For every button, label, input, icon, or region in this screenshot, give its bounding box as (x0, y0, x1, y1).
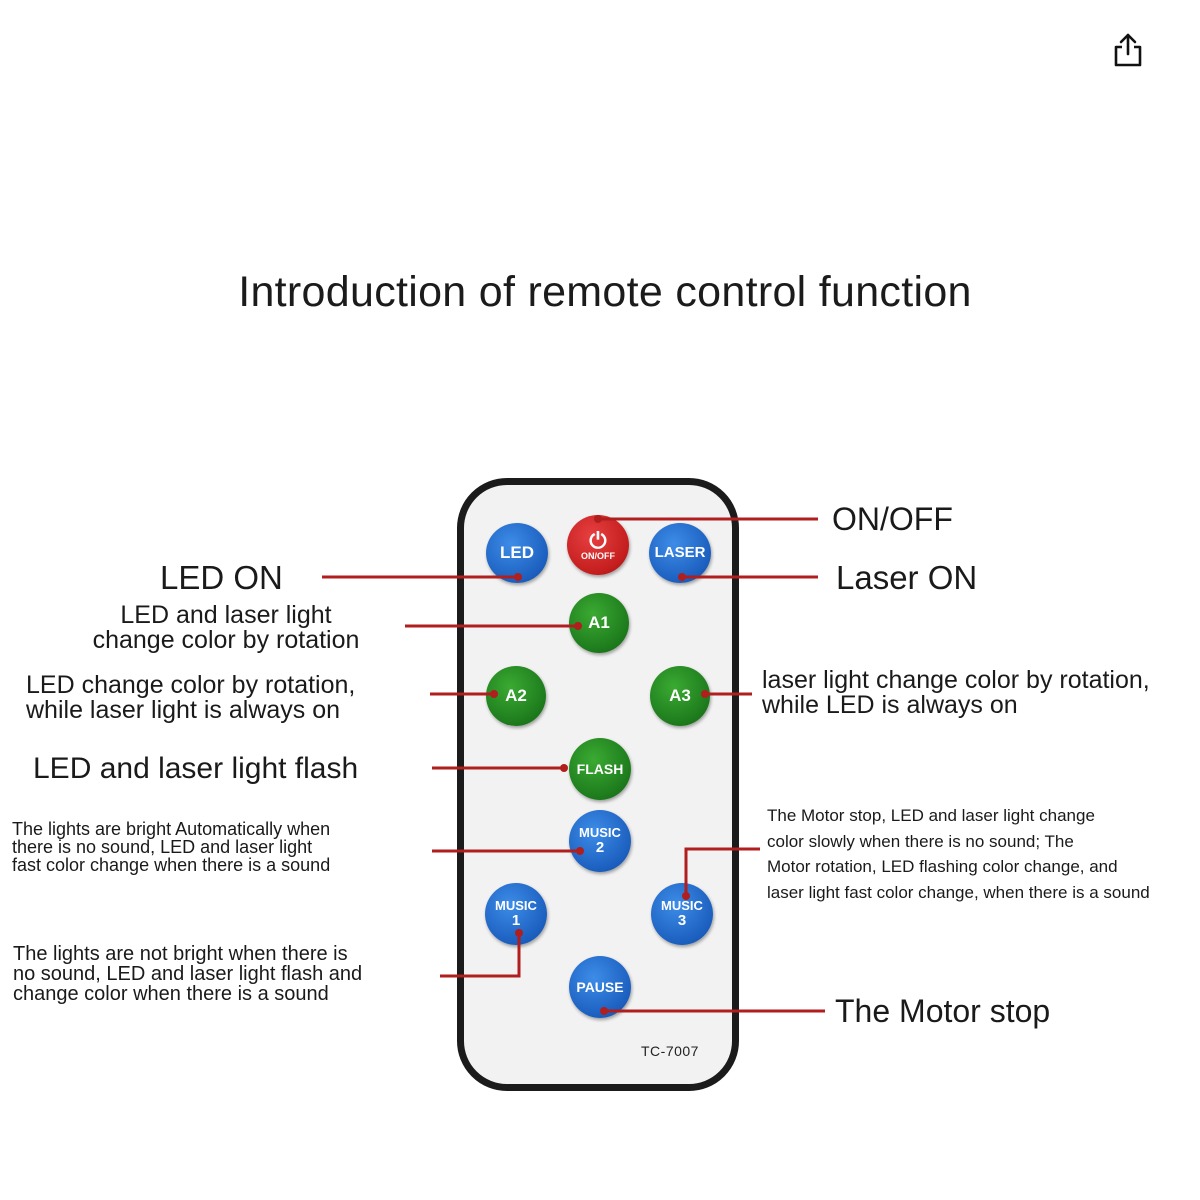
onoff-button[interactable]: ⏻ ON/OFF (567, 515, 629, 575)
music3-button-number: 3 (677, 911, 687, 929)
label-flash: LED and laser light flash (33, 752, 359, 785)
callout-dot-music3 (682, 892, 690, 900)
laser-button-label: LASER (654, 544, 706, 562)
label-music2-line-1: The lights are bright Automatically when (12, 819, 331, 839)
label-a3: laser light change color by rotation, wh… (762, 668, 1150, 718)
label-pause: The Motor stop (835, 993, 1051, 1029)
page-title: Introduction of remote control function (238, 268, 972, 316)
callout-dot-pause (600, 1007, 608, 1015)
music3-button-label: MUSIC (661, 898, 703, 914)
label-music3-line-4: laser light fast color change, when ther… (767, 882, 1150, 902)
label-a2-line-1: LED change color by rotation, (26, 671, 356, 699)
share-icon (1114, 33, 1142, 67)
label-music1: The lights are not bright when there is … (13, 944, 362, 1004)
callout-dot-music2 (576, 847, 584, 855)
callout-dot-a1 (574, 622, 582, 630)
flash-button-label: FLASH (576, 760, 624, 777)
label-a1: LED and laser light change color by rota… (48, 603, 404, 653)
onoff-button-label: ON/OFF (581, 550, 615, 561)
callout-dot-a3 (701, 690, 709, 698)
label-onoff: ON/OFF (832, 501, 953, 537)
label-music3-line-3: Motor rotation, LED flashing color chang… (767, 857, 1118, 876)
flash-button[interactable]: FLASH (569, 738, 631, 800)
callout-dot-music1 (515, 929, 523, 937)
callout-dot-laser (678, 573, 686, 581)
model-number: TC-7007 (641, 1043, 699, 1059)
led-button[interactable]: LED (486, 523, 548, 583)
label-music1-line-2: no sound, LED and laser light flash and (13, 963, 363, 985)
label-music1-line-1: The lights are not bright when there is (13, 943, 348, 965)
pause-button-label: PAUSE (576, 978, 624, 995)
callout-dot-onoff (594, 515, 602, 523)
label-music2-line-3: fast color change when there is a sound (12, 855, 331, 875)
a3-button-label: A3 (669, 686, 691, 706)
label-led-on: LED ON (160, 559, 283, 596)
label-music3: The Motor stop, LED and laser light chan… (767, 803, 1150, 905)
label-music2: The lights are bright Automatically when… (12, 820, 330, 874)
a2-button-label: A2 (505, 686, 527, 706)
label-a3-line-2: while LED is always on (762, 691, 1018, 719)
label-a1-line-1: LED and laser light (120, 601, 332, 629)
label-a3-line-1: laser light change color by rotation, (762, 666, 1150, 694)
callout-dot-a2 (490, 690, 498, 698)
laser-button[interactable]: LASER (649, 523, 711, 583)
music2-button[interactable]: MUSIC 2 (569, 810, 631, 872)
label-music3-line-1: The Motor stop, LED and laser light chan… (767, 806, 1095, 825)
label-a2-line-2: while laser light is always on (26, 696, 341, 724)
callout-dot-flash (560, 764, 568, 772)
label-music2-line-2: there is no sound, LED and laser light (12, 837, 313, 857)
a3-button[interactable]: A3 (650, 666, 710, 726)
label-a1-line-2: change color by rotation (92, 626, 360, 654)
pause-button[interactable]: PAUSE (569, 956, 631, 1018)
callout-line-music3 (684, 847, 760, 896)
label-laser-on: Laser ON (836, 559, 978, 596)
led-button-label: LED (500, 543, 534, 563)
power-icon: ⏻ (589, 527, 607, 553)
share-button[interactable] (1108, 30, 1148, 70)
label-music3-line-2: color slowly when there is no sound; The (767, 831, 1074, 851)
music2-button-number: 2 (595, 838, 605, 856)
callout-line-music1 (440, 933, 521, 978)
music3-button[interactable]: MUSIC 3 (651, 883, 713, 945)
callout-dot-led (514, 573, 522, 581)
label-a2: LED change color by rotation, while lase… (26, 673, 355, 723)
music1-button-number: 1 (511, 911, 521, 929)
music2-button-label: MUSIC (579, 825, 621, 841)
label-music1-line-3: change color when there is a sound (13, 983, 329, 1005)
music1-button-label: MUSIC (495, 898, 537, 914)
a1-button-label: A1 (588, 613, 610, 633)
